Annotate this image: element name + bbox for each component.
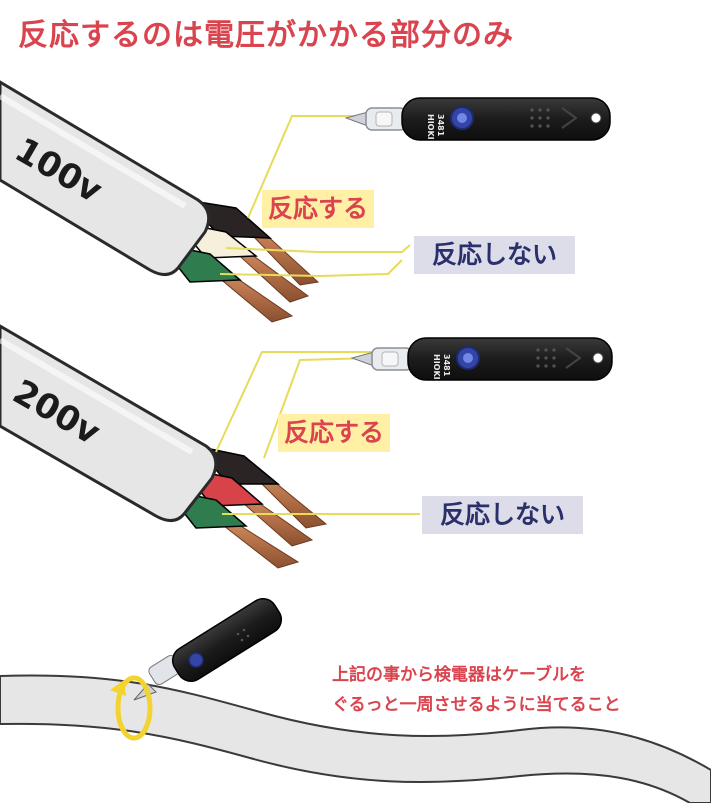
tester-diagonal (133, 598, 283, 701)
voltage-tester-1: HIOKI 3481 (344, 97, 611, 141)
no-reaction-badge: 反応しない (414, 236, 576, 274)
leader-lines (215, 115, 420, 515)
instruction-line-2: ぐるっと一周させるように当てること (332, 695, 621, 715)
tester-model: 3481 (436, 114, 445, 137)
reacts-badge: 反応する (262, 190, 375, 228)
cable-100v (0, 80, 320, 323)
reacts-badge: 反応する (278, 414, 391, 452)
cable-sheath (0, 324, 218, 522)
tester-brand: HIOKI (426, 114, 435, 140)
tester-brand: HIOKI (432, 354, 441, 380)
wire-black (194, 444, 281, 485)
instruction-line-1: 上記の事から検電器はケーブルを (332, 665, 586, 685)
page-title: 反応するのは電圧がかかる部分のみ (18, 18, 514, 53)
no-reaction-badge: 反応しない (422, 496, 584, 534)
wavy-cable (0, 674, 711, 803)
voltage-tester-2: HIOKI 3481 (350, 337, 613, 381)
rotation-ring-icon (110, 675, 153, 741)
cable-200v (0, 324, 328, 569)
tester-model: 3481 (442, 354, 451, 377)
